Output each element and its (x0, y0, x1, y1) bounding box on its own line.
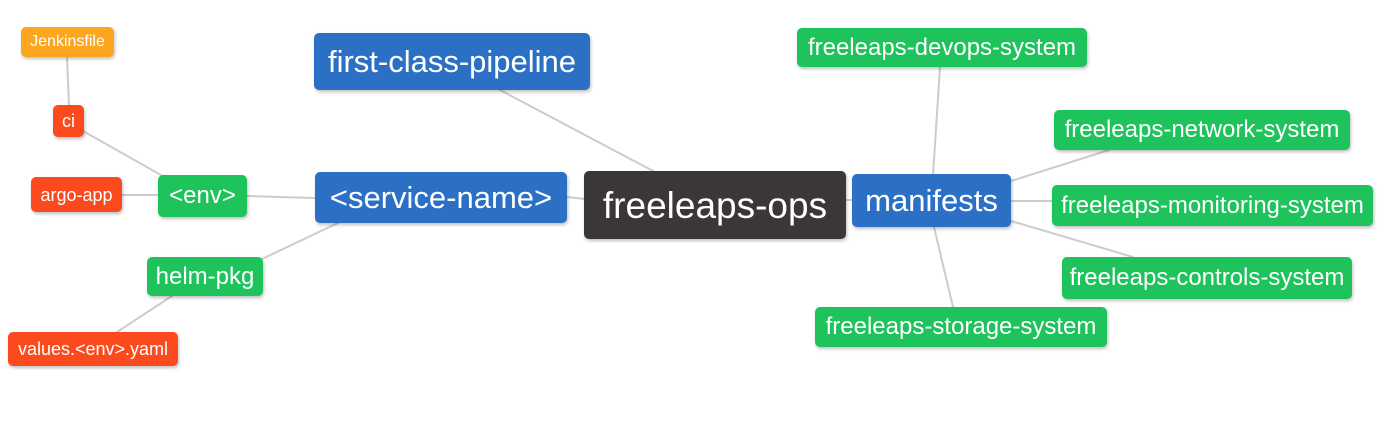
edge-env-service-name (246, 195, 316, 199)
node-helm-pkg[interactable]: helm-pkg (147, 257, 263, 296)
node-freeleaps-storage-system[interactable]: freeleaps-storage-system (815, 307, 1107, 347)
node-first-class-pipeline[interactable]: first-class-pipeline (314, 33, 590, 90)
edge-jenkinsfile-ci (66, 56, 70, 107)
node-freeleaps-devops-system[interactable]: freeleaps-devops-system (797, 28, 1087, 67)
node-manifests[interactable]: manifests (852, 174, 1011, 227)
node-freeleaps-monitoring-system[interactable]: freeleaps-monitoring-system (1052, 185, 1373, 226)
edge-manifests-storage (933, 226, 954, 308)
node-argo-app[interactable]: argo-app (31, 177, 122, 212)
edge-first-class-pipeline-ops (499, 89, 656, 173)
edge-values-helm-pkg (116, 295, 173, 333)
node-freeleaps-controls-system[interactable]: freeleaps-controls-system (1062, 257, 1352, 299)
edge-helm-pkg-service-name (261, 221, 341, 260)
node-ci[interactable]: ci (53, 105, 84, 137)
node-values-env-yaml[interactable]: values.<env>.yaml (8, 332, 178, 366)
edge-manifests-network (1010, 149, 1110, 182)
edge-ci-env (82, 130, 169, 180)
node-freeleaps-ops[interactable]: freeleaps-ops (584, 171, 846, 239)
node-freeleaps-network-system[interactable]: freeleaps-network-system (1054, 110, 1350, 150)
edge-manifests-controls (1010, 220, 1134, 258)
edge-service-name-ops (566, 196, 586, 200)
node-env[interactable]: <env> (158, 175, 247, 217)
node-jenkinsfile[interactable]: Jenkinsfile (21, 27, 114, 57)
edge-manifests-devops (932, 66, 941, 176)
node-service-name[interactable]: <service-name> (315, 172, 567, 223)
